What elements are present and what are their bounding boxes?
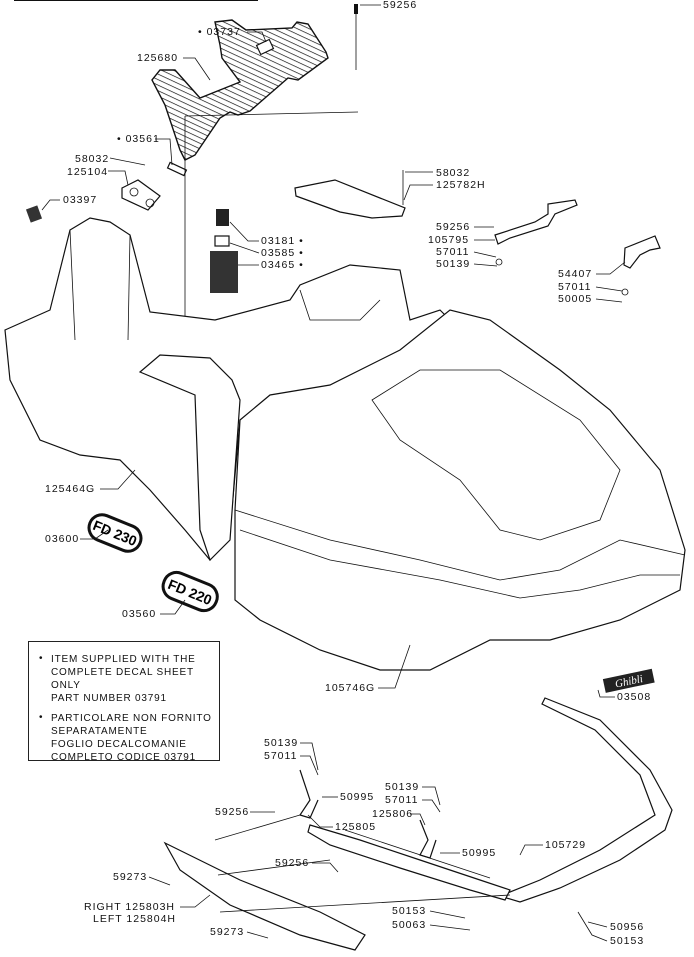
decal-03465 xyxy=(210,251,238,293)
part-label: 58032 xyxy=(436,167,470,179)
note-line: SEPARATAMENTE xyxy=(51,726,148,737)
part-label: 03181 • xyxy=(261,235,304,247)
part-label: 59273 xyxy=(210,926,244,938)
bumper-rear-section xyxy=(307,824,511,901)
note-italian: • PARTICOLARE NON FORNITO SEPARATAMENTE … xyxy=(39,712,213,764)
part-label: 50153 xyxy=(392,905,426,917)
decal-03585 xyxy=(214,235,230,247)
note-line: PARTICOLARE NON FORNITO xyxy=(51,713,212,724)
part-label: 50005 xyxy=(558,293,592,305)
part-label: 54407 xyxy=(558,268,592,280)
side-strip-125803H xyxy=(163,841,366,951)
note-line: FOGLIO DECALCOMANIE xyxy=(51,739,187,750)
part-label: 57011 xyxy=(385,794,418,806)
leader-lines xyxy=(41,4,626,942)
part-label: 03508 xyxy=(617,691,651,703)
decal-03737 xyxy=(255,38,275,56)
decal-fd220: FD 220 xyxy=(161,570,219,613)
part-label: 50139 xyxy=(264,737,298,749)
part-label: 03560 xyxy=(122,608,156,620)
cover-125782H xyxy=(294,179,406,219)
part-label: 50995 xyxy=(340,791,374,803)
svg-text:Ghibli: Ghibli xyxy=(614,673,644,691)
part-label: 125806 xyxy=(372,808,413,820)
decal-03397 xyxy=(25,205,43,223)
part-label: 105729 xyxy=(545,839,586,851)
decal-03181 xyxy=(216,209,229,226)
part-label: 50139 xyxy=(436,258,470,270)
part-label: 57011 xyxy=(436,246,469,258)
bumper-105729 xyxy=(498,697,673,903)
part-label: 125104 xyxy=(67,166,108,178)
note-line: COMPLETO CODICE 03791 xyxy=(51,752,196,763)
part-label: 59256 xyxy=(383,0,417,11)
decal-notes-box: • ITEM SUPPLIED WITH THE COMPLETE DECAL … xyxy=(28,641,220,764)
decal-brand-logo: Ghibli xyxy=(602,668,655,693)
part-label: 125680 xyxy=(137,52,178,64)
floor-mat xyxy=(151,19,329,161)
handle-54407 xyxy=(623,235,661,269)
bullet: • xyxy=(39,653,44,664)
part-labels: 59256 • 03737 125680 • 03561 58032 12510… xyxy=(45,0,651,947)
bracket-125805 xyxy=(299,769,319,819)
part-label: 50995 xyxy=(462,847,496,859)
part-label: 50063 xyxy=(392,919,426,931)
part-label: 59256 xyxy=(275,857,309,869)
part-label: 50956 xyxy=(610,921,644,933)
part-label: 50139 xyxy=(385,781,419,793)
hood-105746G xyxy=(234,309,686,671)
note-line: COMPLETE DECAL SHEET ONLY xyxy=(51,667,194,691)
part-label: 58032 xyxy=(75,153,109,165)
bracket-125806 xyxy=(419,819,437,859)
part-label: • 03737 xyxy=(198,26,241,38)
part-label: 125782H xyxy=(436,179,486,191)
part-label: 59273 xyxy=(113,871,147,883)
part-label: • 03561 xyxy=(117,133,160,145)
part-label: 50153 xyxy=(610,935,644,947)
seat-box xyxy=(138,354,241,562)
part-label: 57011 xyxy=(558,281,591,293)
screw-icon xyxy=(354,4,358,14)
decal-fd230: FD 230 xyxy=(87,513,143,553)
part-label: 03600 xyxy=(45,533,79,545)
note-line: ITEM SUPPLIED WITH THE xyxy=(51,654,196,665)
part-label: LEFT 125804H xyxy=(93,913,176,925)
part-label: 57011 xyxy=(264,750,297,762)
part-label: 03585 • xyxy=(261,247,304,259)
note-english: • ITEM SUPPLIED WITH THE COMPLETE DECAL … xyxy=(39,653,213,705)
part-label: RIGHT 125803H xyxy=(84,901,175,913)
bracket-105795 xyxy=(494,199,578,245)
part-label: 125464G xyxy=(45,483,95,495)
part-label: 03465 • xyxy=(261,259,304,271)
part-label: 105746G xyxy=(325,682,375,694)
part-label: 125805 xyxy=(335,821,376,833)
part-label: 105795 xyxy=(428,234,469,246)
bullet: • xyxy=(39,712,44,723)
decal-03561 xyxy=(166,161,188,177)
part-label: 03397 xyxy=(63,194,97,206)
part-label: 59256 xyxy=(436,221,470,233)
note-line: PART NUMBER 03791 xyxy=(51,693,167,704)
part-label: 59256 xyxy=(215,806,249,818)
